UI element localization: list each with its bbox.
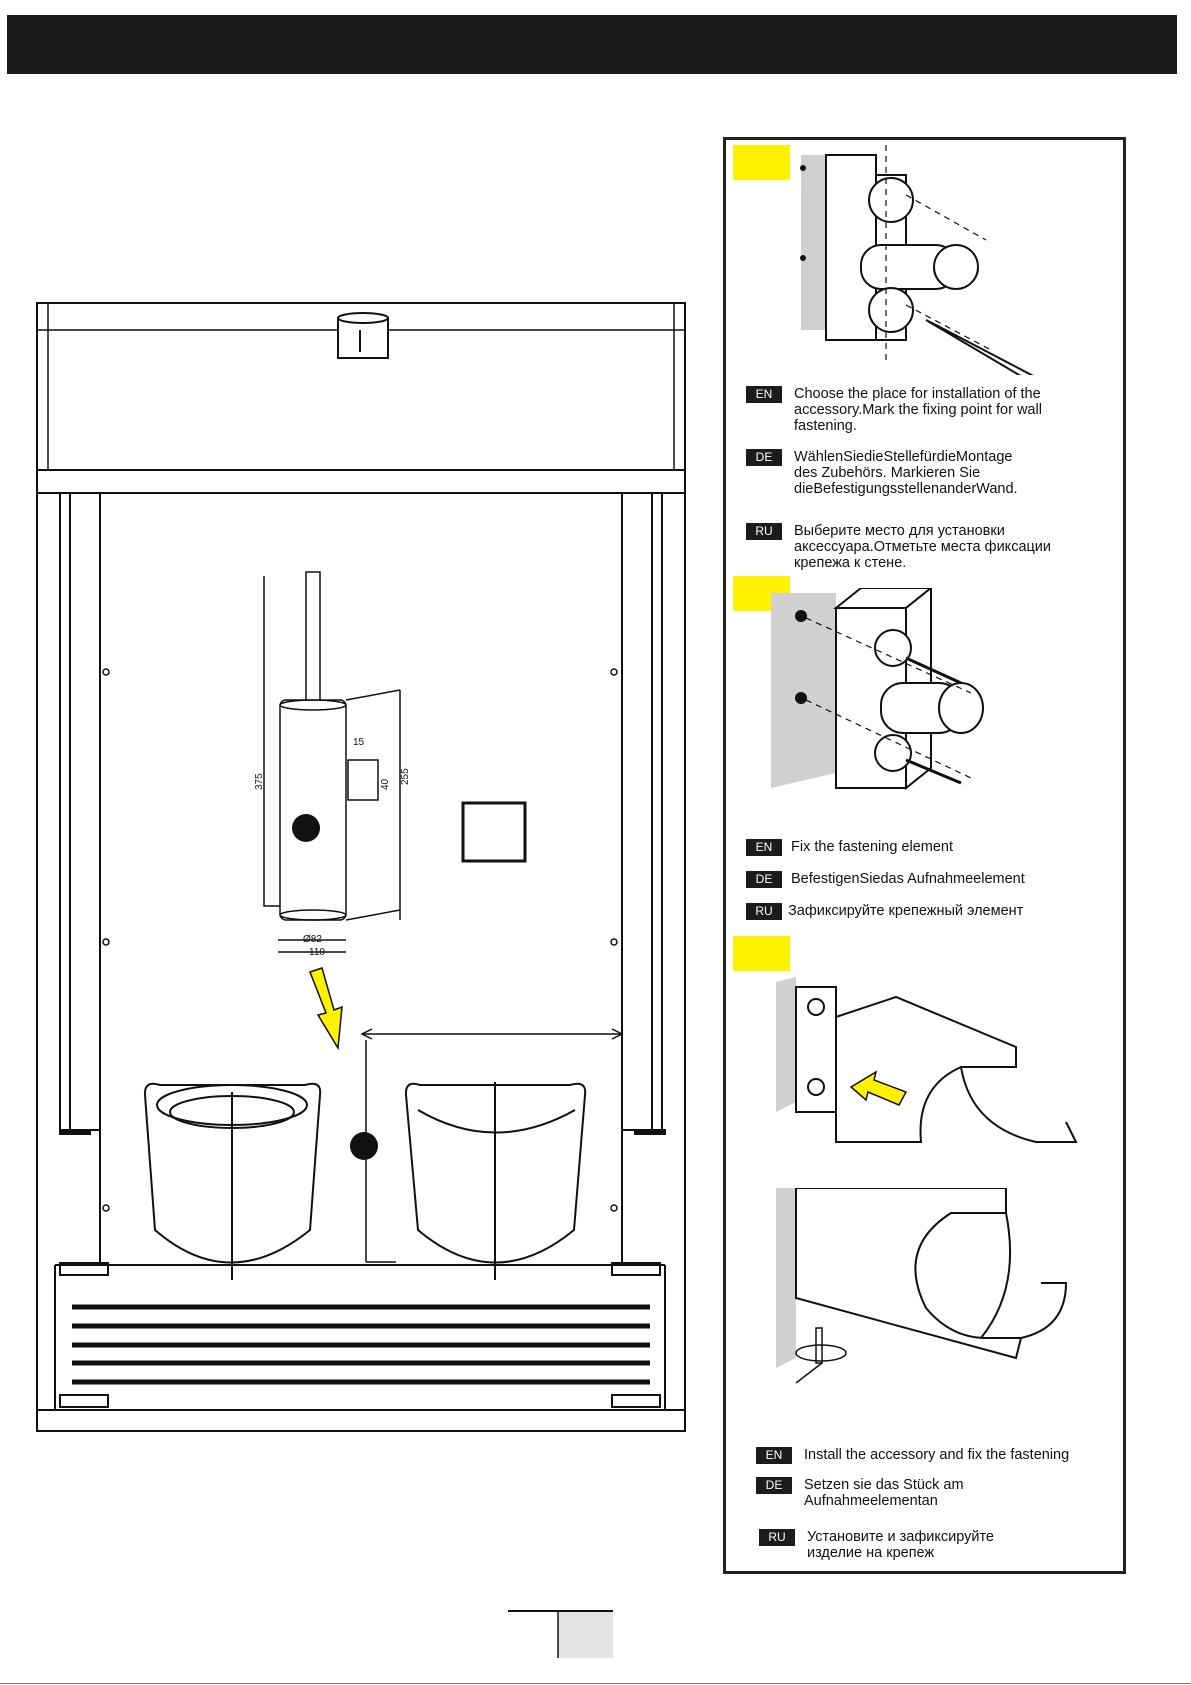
step-2-text-ru: Зафиксируйте крепежный элемент	[788, 903, 1024, 919]
step-3-text-ru: Установите и зафиксируйте изделие на кре…	[807, 1529, 994, 1561]
step-3-text-de: Setzen sie das Stück am Aufnahmeelementa…	[804, 1477, 964, 1509]
bottom-rule	[0, 1683, 1191, 1684]
instruction-panel: EN Choose the place for installation of …	[723, 137, 1126, 1574]
dim-40: 40	[380, 778, 391, 790]
step-1-text-ru: Выберите место для установки аксессуара.…	[794, 523, 1052, 571]
cabinet-drawing: 375 15 40 255 Ø82 110	[36, 302, 686, 1432]
step-1-tab	[733, 145, 790, 180]
lang-badge-de: DE	[756, 1477, 792, 1494]
step-3-de: DE Setzen sie das Stück am Aufnahmeeleme…	[756, 1477, 964, 1509]
step-3-tab	[733, 936, 790, 971]
step-2-de: DE BefestigenSiedas Aufnahmeelement	[746, 871, 1025, 888]
step-2-text-en: Fix the fastening element	[791, 839, 954, 855]
dim-diameter: Ø82	[303, 934, 322, 945]
dim-255: 255	[400, 768, 411, 785]
step-3-ru: RU Установите и зафиксируйте изделие на …	[759, 1529, 994, 1561]
lang-badge-de: DE	[746, 449, 782, 466]
step-1-ru: RU Выберите место для установки аксессуа…	[746, 523, 1051, 571]
lang-badge-ru: RU	[759, 1529, 795, 1546]
lang-badge-ru: RU	[746, 523, 782, 540]
step-1-en: EN Choose the place for installation of …	[746, 386, 1042, 434]
step-3-en: EN Install the accessory and fix the fas…	[756, 1447, 1069, 1464]
header-bar	[7, 15, 1177, 74]
lang-badge-en: EN	[756, 1447, 792, 1464]
step-3-illustration-b	[776, 1188, 1068, 1384]
page-number-tab	[508, 1610, 613, 1658]
step-1-de: DE WählenSiedieStellefürdieMontage des Z…	[746, 449, 1018, 497]
dim-375: 375	[254, 773, 265, 790]
step-2-text-de: BefestigenSiedas Aufnahmeelement	[791, 871, 1025, 887]
step-2-en: EN Fix the fastening element	[746, 839, 953, 856]
step-1-text-de: WählenSiedieStellefürdieMontage des Zube…	[794, 449, 1018, 497]
dim-15: 15	[353, 737, 365, 748]
lang-badge-ru: RU	[746, 903, 782, 920]
lang-badge-de: DE	[746, 871, 782, 888]
step-3-illustration-a	[776, 977, 1078, 1143]
step-2-illustration	[771, 588, 984, 791]
lang-badge-en: EN	[746, 839, 782, 856]
step-2-ru: RU Зафиксируйте крепежный элемент	[746, 903, 1023, 920]
lang-badge-en: EN	[746, 386, 782, 403]
dim-110: 110	[309, 947, 325, 958]
step-1-illustration	[800, 145, 1034, 375]
step-3-text-en: Install the accessory and fix the fasten…	[804, 1447, 1070, 1463]
step-1-text-en: Choose the place for installation of the…	[794, 386, 1042, 434]
